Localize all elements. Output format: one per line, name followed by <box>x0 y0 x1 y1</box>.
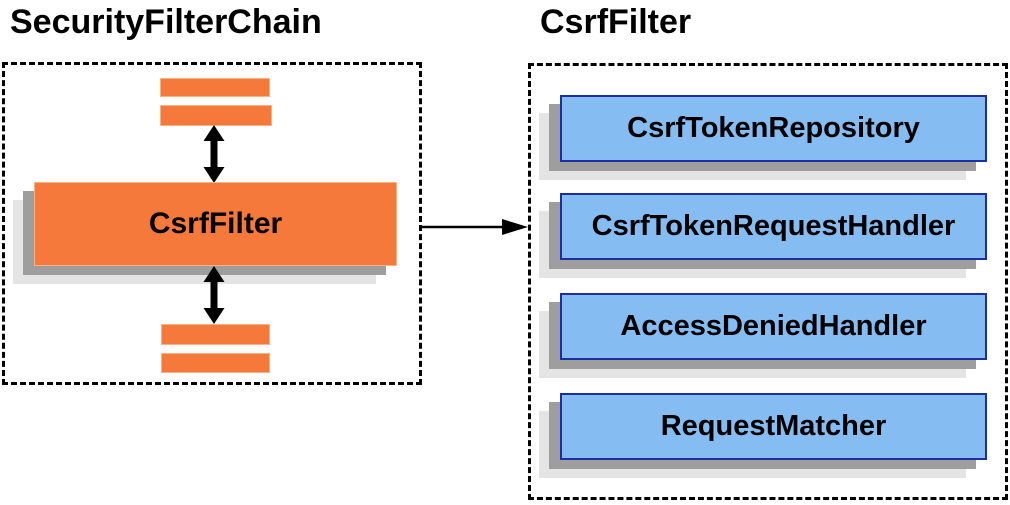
filter-placeholder-bar <box>161 324 270 345</box>
right-arrow-icon <box>422 219 528 235</box>
csrf-filter-detail-container <box>528 63 1008 500</box>
component-box-access-denied-handler: AccessDeniedHandler <box>560 293 987 360</box>
component-label: RequestMatcher <box>660 410 887 442</box>
filter-placeholder-bar <box>160 78 270 97</box>
up-down-arrow-icon <box>203 266 225 324</box>
component-label: CsrfTokenRepository <box>627 112 920 144</box>
component-box-request-matcher: RequestMatcher <box>560 393 987 460</box>
filter-placeholder-bar <box>161 353 270 373</box>
csrf-filter-title: CsrfFilter <box>540 3 692 41</box>
filter-placeholder-bar <box>160 105 272 126</box>
component-label: CsrfTokenRequestHandler <box>591 210 956 242</box>
component-label: AccessDeniedHandler <box>620 310 927 342</box>
security-filter-chain-title: SecurityFilterChain <box>10 3 322 41</box>
csrf-filter-box: CsrfFilter <box>34 182 397 266</box>
component-box-csrf-token-request-handler: CsrfTokenRequestHandler <box>560 193 987 260</box>
security-filter-chain-container <box>2 62 422 385</box>
component-box-csrf-token-repository: CsrfTokenRepository <box>560 95 987 162</box>
csrf-filter-box-label: CsrfFilter <box>148 207 283 240</box>
up-down-arrow-icon <box>203 125 225 183</box>
